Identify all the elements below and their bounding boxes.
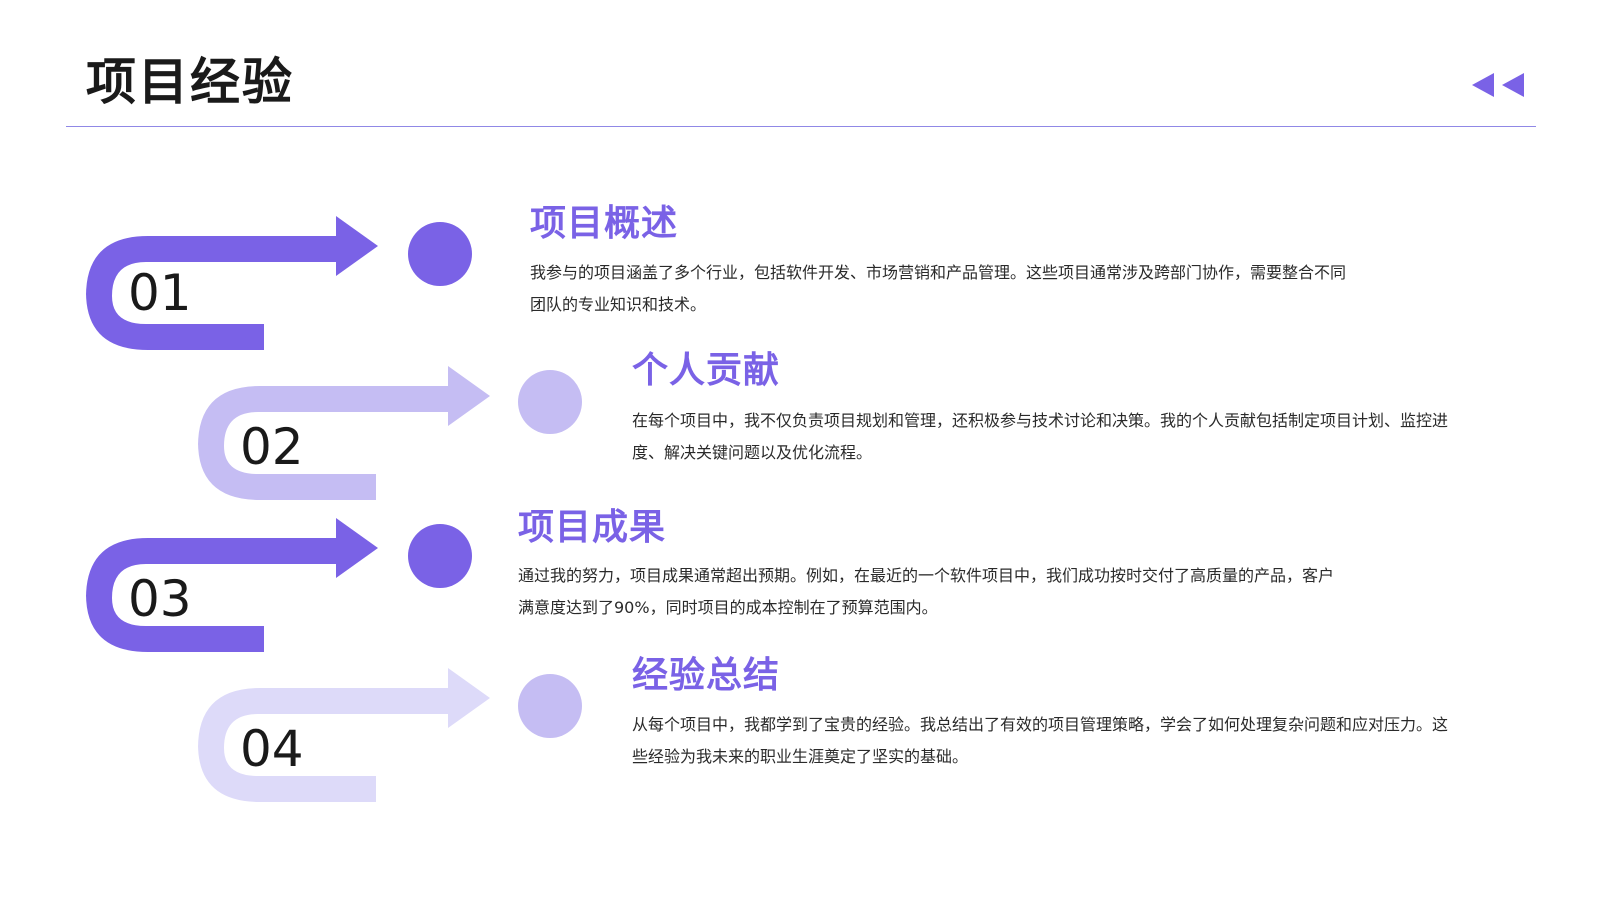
step-arrow-03	[86, 518, 378, 652]
step-title-02: 个人贡献	[632, 350, 781, 391]
step-arrow-04	[198, 668, 490, 802]
step-number-02: 02	[240, 418, 304, 476]
step-body-01: 我参与的项目涵盖了多个行业，包括软件开发、市场营销和产品管理。这些项目通常涉及跨…	[530, 263, 1347, 314]
step-dot-02	[518, 370, 582, 434]
step-number-01: 01	[128, 264, 192, 322]
step-title-03: 项目成果	[518, 507, 667, 548]
step-body-04: 从每个项目中，我都学到了宝贵的经验。我总结出了有效的项目管理策略，学会了如何处理…	[632, 715, 1449, 766]
title-divider	[66, 126, 1536, 127]
step-dot-01	[408, 222, 472, 286]
step-arrow-02	[198, 366, 490, 500]
step-body-03: 通过我的努力，项目成果通常超出预期。例如，在最近的一个软件项目中，我们成功按时交…	[518, 566, 1335, 617]
step-number-03: 03	[128, 570, 192, 628]
page-title: 项目经验	[86, 53, 294, 111]
step-body-02: 在每个项目中，我不仅负责项目规划和管理，还积极参与技术讨论和决策。我的个人贡献包…	[632, 411, 1449, 462]
step-arrow-01	[86, 216, 378, 350]
step-title-04: 经验总结	[632, 655, 781, 696]
double-left-arrow-icon[interactable]	[1472, 72, 1528, 98]
step-dot-04	[518, 674, 582, 738]
step-dot-03	[408, 524, 472, 588]
step-number-04: 04	[240, 720, 304, 778]
step-title-01: 项目概述	[530, 203, 679, 244]
